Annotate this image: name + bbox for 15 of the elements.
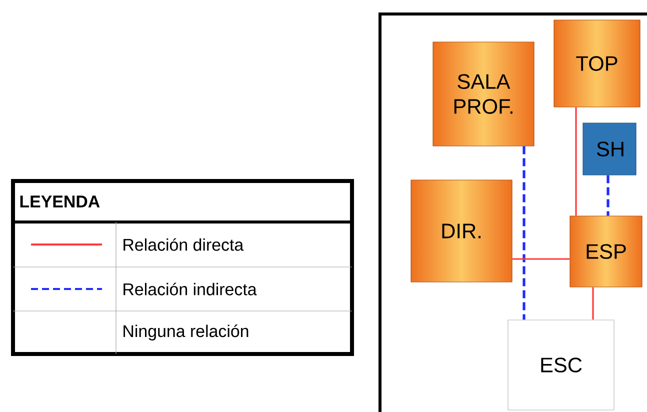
connector-line [512, 258, 570, 260]
unit-box: SALA PROF. [432, 42, 534, 146]
connector-line [592, 287, 594, 320]
connector-line [606, 175, 610, 216]
unit-box: DIR. [410, 180, 512, 282]
legend-title: LEYENDA [20, 196, 100, 208]
connector-line [575, 107, 577, 216]
unit-box: ESC [508, 320, 614, 410]
legend-text: Relación indirecta [124, 282, 257, 296]
unit-box: SH [582, 122, 636, 176]
legend-text: Relación directa [124, 238, 244, 251]
unit-box: ESP [570, 216, 642, 288]
legend-text: Ninguna relación [124, 324, 248, 340]
unit-box: TOP [554, 20, 640, 108]
connector-line [522, 146, 526, 320]
